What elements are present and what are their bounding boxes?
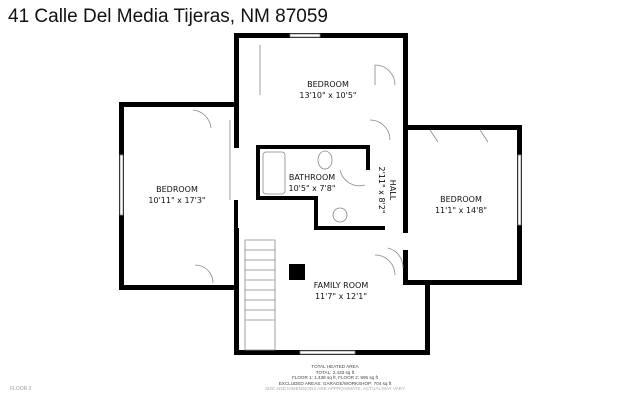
area-excluded: EXCLUDED AREAS: GARAGE/WORKSHOP: 704 sq … xyxy=(278,380,392,386)
windows-and-fixtures xyxy=(119,33,522,355)
area-floors: FLOOR 1: 1,438 sq ft, FLOOR 2: 995 sq ft xyxy=(291,375,379,381)
floor-label: FLOOR 2 xyxy=(10,386,32,392)
room-dims: 2'11" x 8'2" xyxy=(377,166,386,213)
room-name: BEDROOM xyxy=(307,80,349,89)
room-dims: 11'1" x 14'8" xyxy=(435,206,487,215)
room-dims: 13'10" x 10'5" xyxy=(299,91,356,100)
room-name: BATHROOM xyxy=(289,173,335,182)
area-heading: TOTAL HEATED AREA xyxy=(311,364,359,369)
room-dims: 10'5" x 7'8" xyxy=(288,184,335,193)
area-summary: TOTAL HEATED AREA TOTAL: 2,433 sq ft FLO… xyxy=(230,364,440,392)
listing-title: 41 Calle Del Media Tijeras, NM 87059 xyxy=(8,6,328,27)
chimney xyxy=(289,264,305,280)
room-dims: 10'11" x 17'3" xyxy=(148,196,205,205)
disclaimer: SIZE AND DIMENSIONS ARE APPROXIMATE, ACT… xyxy=(264,386,406,392)
room-name: FAMILY ROOM xyxy=(314,281,369,290)
area-total: TOTAL: 2,433 sq ft xyxy=(315,369,355,375)
room-name: HALL xyxy=(388,180,397,201)
room-name: BEDROOM xyxy=(440,195,482,204)
room-dims: 11'7" x 12'1" xyxy=(315,292,367,301)
room-name: BEDROOM xyxy=(156,185,198,194)
